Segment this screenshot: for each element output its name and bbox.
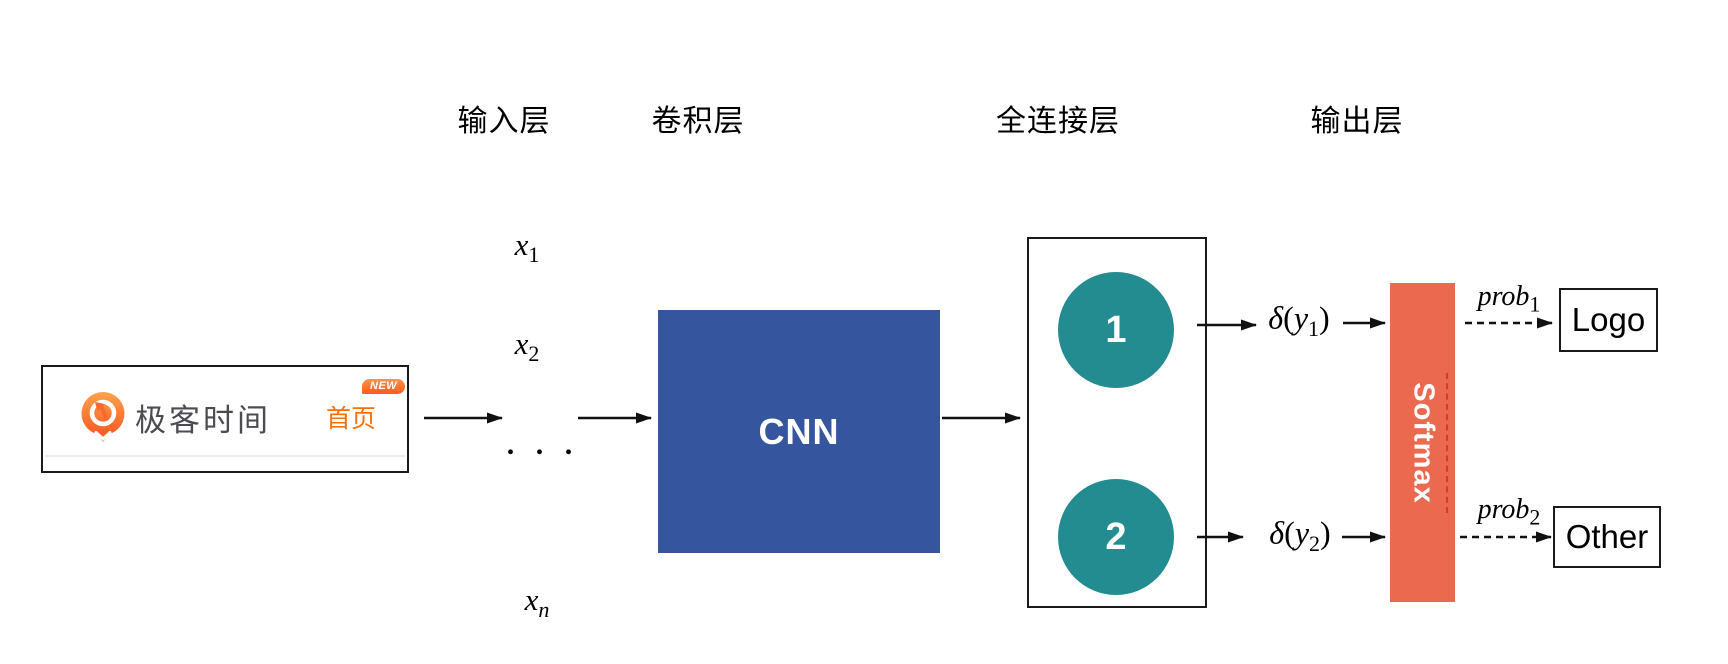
neuron-2: 2	[1058, 479, 1174, 595]
input-x1-label: x1	[514, 227, 540, 268]
cnn-label: CNN	[758, 410, 840, 452]
geektime-brand-text: 极客时间	[135, 403, 271, 438]
output-logo-label: Logo	[1571, 301, 1646, 338]
output-other-label: Other	[1565, 518, 1649, 555]
label-fc-layer: 全连接层	[996, 105, 1120, 138]
prob1-label: prob1	[1477, 281, 1541, 317]
nav-home-link: 首页	[326, 405, 377, 433]
input-xn-label: xn	[524, 582, 550, 623]
output-logo-box: Logo	[1559, 288, 1658, 352]
softmax-label: Softmax	[1407, 381, 1439, 504]
activation-y2-label: δ(y2)	[1269, 514, 1331, 556]
prob2-label: prob2	[1477, 494, 1541, 530]
input-ellipsis: . . .	[506, 428, 580, 461]
new-badge: NEW	[362, 379, 406, 394]
cnn-block: CNN	[658, 310, 940, 553]
label-output-layer: 输出层	[1310, 105, 1404, 138]
label-input-layer: 输入层	[457, 105, 551, 138]
input-image-box: 极客时间 首页 NEW	[41, 365, 409, 473]
output-other-box: Other	[1553, 506, 1661, 568]
label-conv-layer: 卷积层	[651, 105, 745, 138]
input-x2-label: x2	[514, 326, 540, 367]
header-separator-line	[45, 455, 405, 457]
softmax-block: Softmax	[1390, 283, 1455, 602]
activation-y1-label: δ(y1)	[1268, 299, 1330, 341]
geektime-logo-icon	[81, 392, 125, 442]
neuron-1: 1	[1058, 272, 1174, 388]
fully-connected-block: 1 2	[1027, 237, 1207, 608]
softmax-dashed-divider-line	[1446, 373, 1448, 513]
